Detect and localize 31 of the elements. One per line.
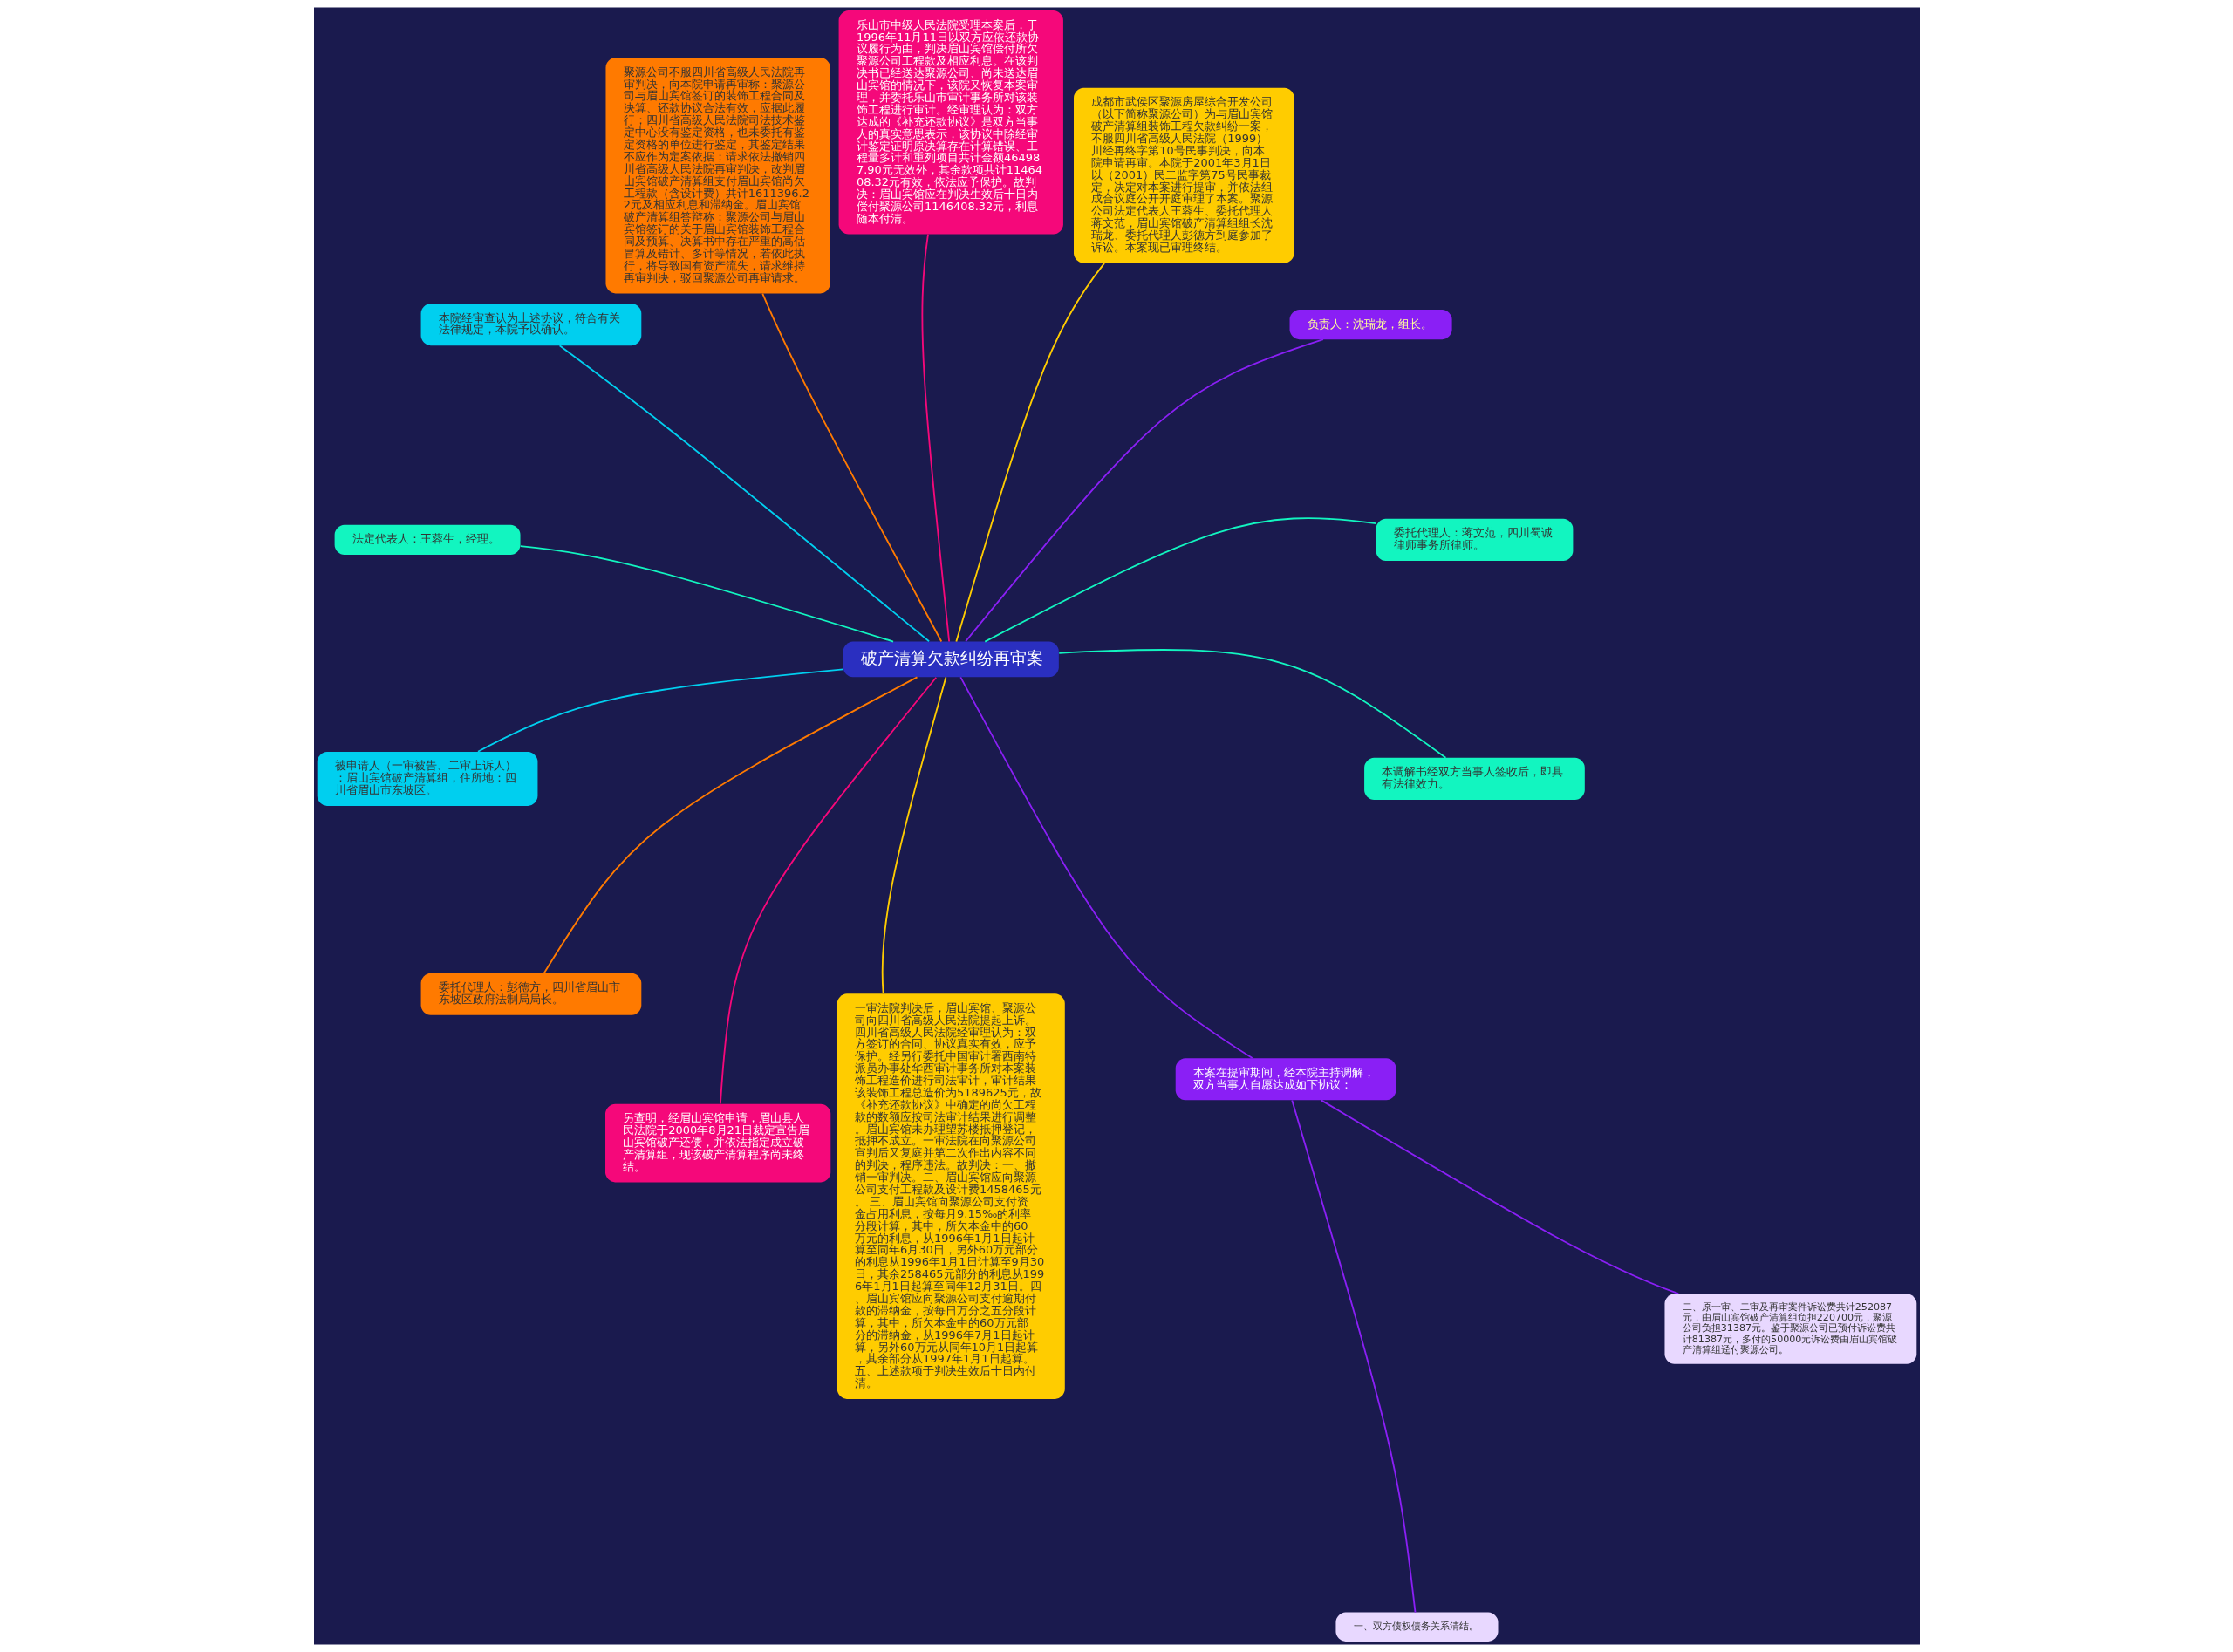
- connector: [954, 262, 1105, 643]
- connector: [1320, 1099, 1679, 1295]
- node-box: 本案在提审期间，经本院主持调解，双方当事人自愿达成如下协议：: [1175, 1058, 1396, 1101]
- connector: [964, 338, 1324, 643]
- connector: [719, 676, 937, 1105]
- node-box: 本调解书经双方当事人签收后，即具有法律效力。: [1363, 757, 1585, 800]
- connector: [543, 676, 918, 974]
- node-box: 乐山市中级人民法院受理本案后，于1996年11月11日以双方应依还款协议履行为由，判决眉山宾馆偿付所欠聚源公司工程款及相应利息。在该判决书已经送达聚源公司、尚未送达眉山宾馆的情况下，该院又恢复本案审理，并委托乐山市审计事务所对该装饰工程进行审计。经审理认为：双方达成的《补充还款协议》是双方当事人的真实意思表示，该协议中除经审计鉴定证明原决算存在计算错误、工程量多计和重列项目共计金额464987.90元无效外，其余款项共计1146408.32元有效，依法应予保护。故判决：眉山宾馆应在判决生效后十日内偿付聚源公司1146408.32元，利息随本付清。: [838, 10, 1063, 235]
- node-box: 本院经审查认为上述协议，符合有关法律规定，本院予以确认。: [420, 304, 641, 346]
- node-box: 被申请人（一审被告、二审上诉人）：眉山宾馆破产清算组，住所地：四川省眉山市东坡区。: [317, 751, 537, 806]
- node-box: 委托代理人：彭德方，四川省眉山市东坡区政府法制局局长。: [420, 973, 641, 1015]
- node-box: 聚源公司不服四川省高级人民法院再审判决，向本院申请再审称：聚源公司与眉山宾馆签订的装饰工程合同及决算、还款协议合法有效，应据此履行；四川省高级人民法院司法技术鉴定中心没有鉴定资格，也未委托有鉴定资格的单位进行鉴定，其鉴定结果不应作为定案依据；请求依法撤销四川省高级人民法院再审判决，改判眉山宾馆破产清算组支付眉山宾馆尚欠工程款（含设计费）共计1611396.22元及相应利息和滞纳金。眉山宾馆破产清算组答辩称：聚源公司与眉山宾馆签订的关于眉山宾馆装饰工程合同及预算、决算书中存在严重的高估冒算及错计、多计等情况，若依此执行，将导致国有资产流失，请求维持再审判决，驳回聚源公司再审请求。: [604, 58, 830, 294]
- connector: [1290, 1099, 1416, 1614]
- node-box: 另查明，经眉山宾馆申请，眉山县人民法院于2000年8月21日裁定宣告眉山宾馆破产还债，并依法指定成立破产清算组，现该破产清算程序尚未终结。: [604, 1103, 830, 1183]
- connector: [983, 517, 1376, 643]
- connector: [1057, 649, 1446, 759]
- node-box: 法定代表人：王蓉生，经理。: [334, 524, 521, 556]
- connector: [476, 668, 844, 753]
- node-box: 成都市武侯区聚源房屋综合开发公司（以下简称聚源公司）为与眉山宾馆破产清算组装饰工程欠款纠纷一案，不服四川省高级人民法院（1999）川经再终字第10号民事判决，向本院申请再审。本院于2001年3月1日以（2001）民二监字第75号民事裁定，决定对本案进行提审，并依法组成合议庭公开开庭审理了本案。聚源公司法定代表人王蓉生、委托代理人蒋文范，眉山宾馆破产清算组组长沈瑞龙、委托代理人彭德方到庭参加了诉讼。本案现已审理终结。: [1073, 87, 1294, 263]
- node-box: 负责人：沈瑞龙，组长。: [1289, 309, 1452, 340]
- node-box: 委托代理人：蒋文范，四川蜀诚律师事务所律师。: [1376, 518, 1573, 561]
- connector: [881, 676, 946, 994]
- node-box: 一、双方债权债务关系清结。: [1335, 1612, 1498, 1642]
- connector: [558, 345, 930, 643]
- connector: [761, 292, 942, 643]
- connector: [519, 545, 894, 643]
- connector: [959, 676, 1253, 1059]
- node-box: 一审法院判决后，眉山宾馆、聚源公司向四川省高级人民法院提起上诉。四川省高级人民法院经审理认为：双方签订的合同、协议真实有效，应予保护。经另行委托中国审计署西南特派员办事处华西审计事务所对本案装饰工程造价进行司法审计，审计结果该装饰工程总造价为5189625元，故《补充还款协议》中确定的尚欠工程款的数额应按司法审计结果进行调整。眉山宾馆未办理望苏楼抵押登记，抵押不成立。一审法院在向聚源公司宣判后又复庭并第二次作出内容不同的判决，程序违法。故判决：一、撤销一审判决。二、眉山宾馆应向聚源公司支付工程款及设计费1458465元。 三、眉山宾馆向聚源公司支付资金占用利息，按每月9.15‰的利率分段计算，其中，所欠本金中的60万元的利息，从1996年1月1日起计算至同年6月30日，另外60万元部分的利息从1996年1月1日计算至9月30日，其余258465元部分的利息从1996年1月1日起算至同年12月31日。四、眉山宾馆应向聚源公司支付逾期付款的滞纳金，按每日万分之五分段计算，其中，所欠本金中的60万元部分的滞纳金，从1996年7月1日起计算，另外60万元从同年10月1日起算，其余部分从1997年1月1日起算。五、上述款项于判决生效后十日内付清。: [837, 993, 1065, 1399]
- node-box: 二、原一审、二审及再审案件诉讼费共计252087元，由眉山宾馆破产清算组负担220700元，聚源公司负担31387元。鉴于聚源公司已预付诉讼费共计81387元，多付的50000元诉讼费由眉山宾馆破产清算组迳付聚源公司。: [1663, 1294, 1916, 1364]
- node-box: 破产清算欠款纠纷再审案: [843, 641, 1059, 678]
- connector: [920, 233, 950, 643]
